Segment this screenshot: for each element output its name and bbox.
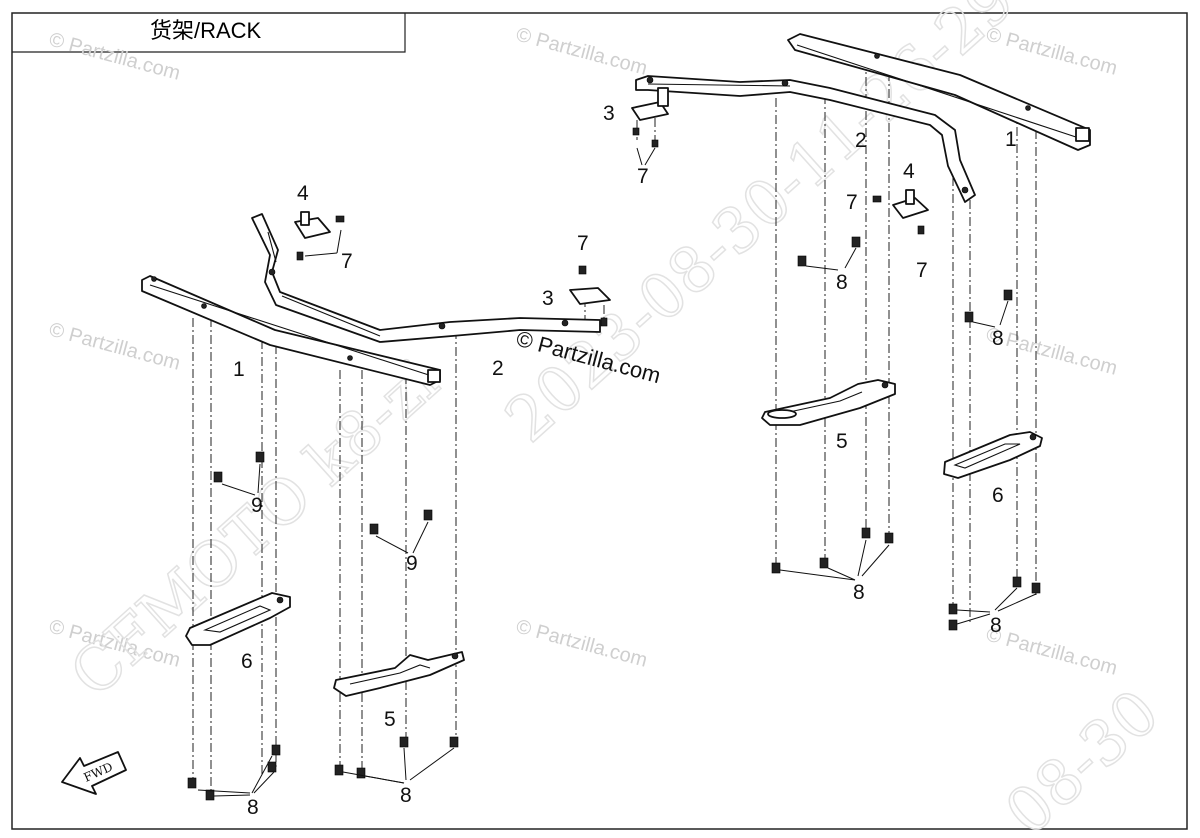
support-plate-6-left: [185, 592, 291, 646]
callout-9: 9: [406, 552, 418, 575]
fwd-arrow: FWD: [61, 751, 127, 795]
watermark-partzilla: © Partzilla.com: [984, 624, 1120, 680]
callout-8: 8: [992, 327, 1004, 350]
watermark-partzilla: © Partzilla.com: [984, 324, 1120, 380]
diagram-border: [11, 12, 1188, 830]
callout-8: 8: [400, 784, 412, 807]
assembly-lines-right: [636, 60, 1037, 625]
callout-3: 3: [603, 102, 615, 125]
callouts: 1 2 3 4 7 7 9 9 6 5 8 8 3 7 2 1 4 7 7 8 …: [233, 102, 1017, 819]
callout-3: 3: [542, 287, 554, 310]
watermark-diagonal: 08-30: [991, 675, 1173, 838]
callout-9: 9: [251, 494, 263, 517]
callout-7: 7: [846, 191, 858, 214]
rack-rail-left: [141, 275, 441, 386]
callout-8: 8: [247, 796, 259, 819]
mount-bracket-left: [294, 211, 345, 261]
clamp-bracket-right: [631, 87, 669, 166]
diagram-title: 货架/RACK: [150, 18, 262, 43]
callout-2: 2: [492, 357, 504, 380]
callout-7: 7: [916, 259, 928, 282]
bolts-9-left: [213, 451, 433, 554]
callout-8: 8: [990, 614, 1002, 637]
mount-bracket-right: [872, 189, 929, 235]
callout-5: 5: [836, 430, 848, 453]
callout-8: 8: [853, 581, 865, 604]
callout-6: 6: [992, 484, 1004, 507]
assembly-lines-left: [192, 298, 605, 790]
callout-2: 2: [855, 129, 867, 152]
rack-tube-right: [635, 75, 976, 203]
callout-1: 1: [1005, 128, 1017, 151]
watermark-partzilla: © Partzilla.com: [514, 616, 650, 672]
callout-1: 1: [233, 358, 245, 381]
callout-7: 7: [341, 250, 353, 273]
callout-7: 7: [577, 232, 589, 255]
support-plate-5-right: [761, 379, 896, 426]
bolts-8-left: [187, 736, 459, 801]
callout-7: 7: [637, 165, 649, 188]
callout-4: 4: [297, 182, 309, 205]
rack-rail-right: [787, 33, 1091, 151]
clamp-bracket-left: [569, 265, 611, 327]
callout-5: 5: [384, 708, 396, 731]
watermark-diagonal: 2023-08-30-11-26-29: [491, 0, 1028, 456]
rack-tube-left: [251, 213, 601, 343]
bolts-8-right-upper: [797, 236, 1013, 328]
watermarks: © Partzilla.com © Partzilla.com © Partzi…: [47, 0, 1174, 838]
callout-4: 4: [903, 160, 915, 183]
bolts-8-right-lower: [771, 527, 1041, 631]
support-plate-5-left: [333, 651, 465, 697]
title-box: 货架/RACK: [12, 13, 406, 53]
watermark-partzilla: © Partzilla.com: [47, 319, 183, 375]
watermark-diagonal: CFMOTO k8-zi: [56, 344, 452, 711]
callout-6: 6: [241, 650, 253, 673]
watermark-partzilla: © Partzilla.com: [514, 24, 650, 80]
callout-8: 8: [836, 271, 848, 294]
support-plate-6-right: [943, 431, 1043, 479]
